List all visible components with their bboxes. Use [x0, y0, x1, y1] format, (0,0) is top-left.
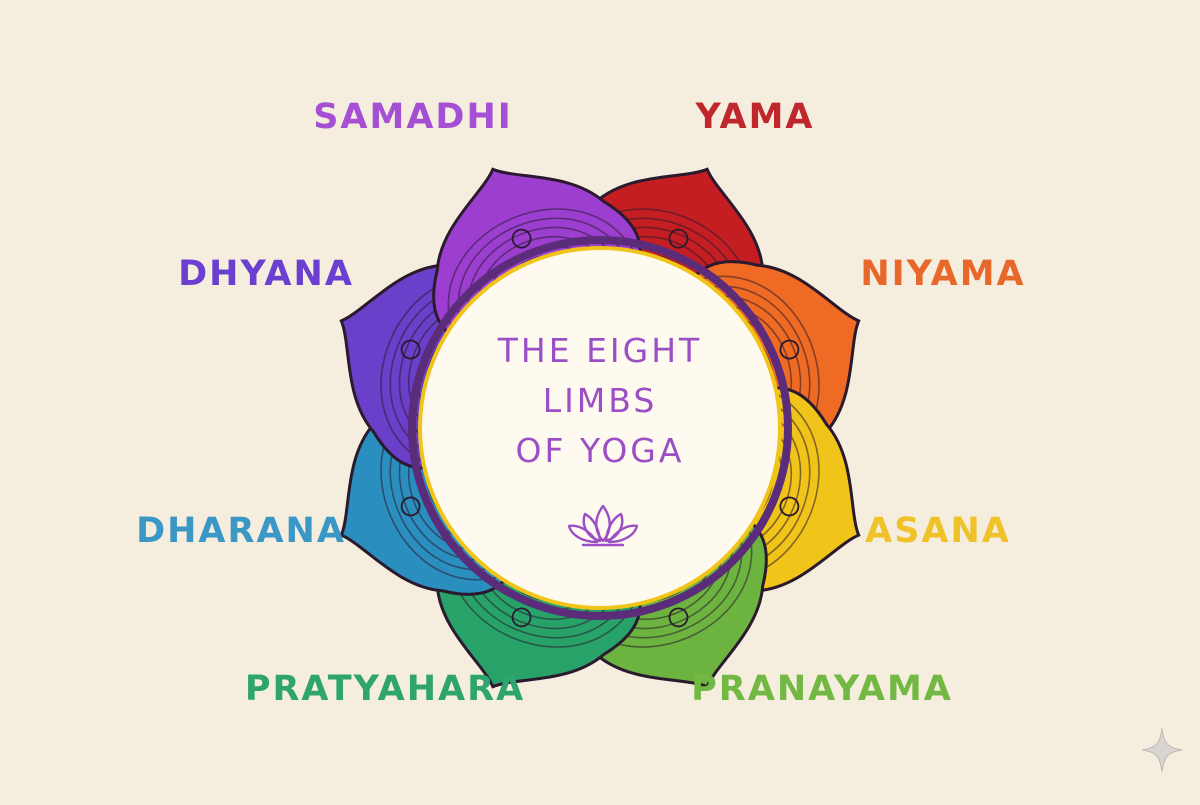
- petal-swirl: [779, 339, 800, 360]
- title-line-1: THE EIGHT: [497, 331, 702, 370]
- center-ring-outer: [408, 236, 792, 620]
- petal-swirl: [668, 228, 689, 249]
- title-line-3: OF YOGA: [516, 431, 685, 470]
- petal-swirl: [668, 607, 689, 628]
- label-dhyana: DHYANA: [178, 254, 354, 294]
- lotus-icon: [567, 504, 639, 547]
- label-dharana: DHARANA: [136, 511, 346, 551]
- petal-swirl: [779, 496, 800, 517]
- petal-swirl: [511, 607, 532, 628]
- label-niyama: NIYAMA: [860, 254, 1025, 294]
- label-pranayama: PRANAYAMA: [691, 669, 953, 709]
- petal-swirl: [511, 228, 532, 249]
- sparkle-icon: [1141, 727, 1183, 773]
- label-asana: ASANA: [865, 511, 1011, 551]
- label-pratyahara: PRATYAHARA: [245, 669, 525, 709]
- petal-line: [467, 226, 623, 335]
- center-ring-inner: [418, 246, 782, 610]
- label-samadhi: SAMADHI: [313, 97, 513, 137]
- petal-swirl: [400, 339, 421, 360]
- petal-line: [447, 208, 642, 342]
- label-yama: YAMA: [695, 97, 815, 137]
- petal-swirl: [400, 496, 421, 517]
- title-line-2: LIMBS: [543, 381, 658, 420]
